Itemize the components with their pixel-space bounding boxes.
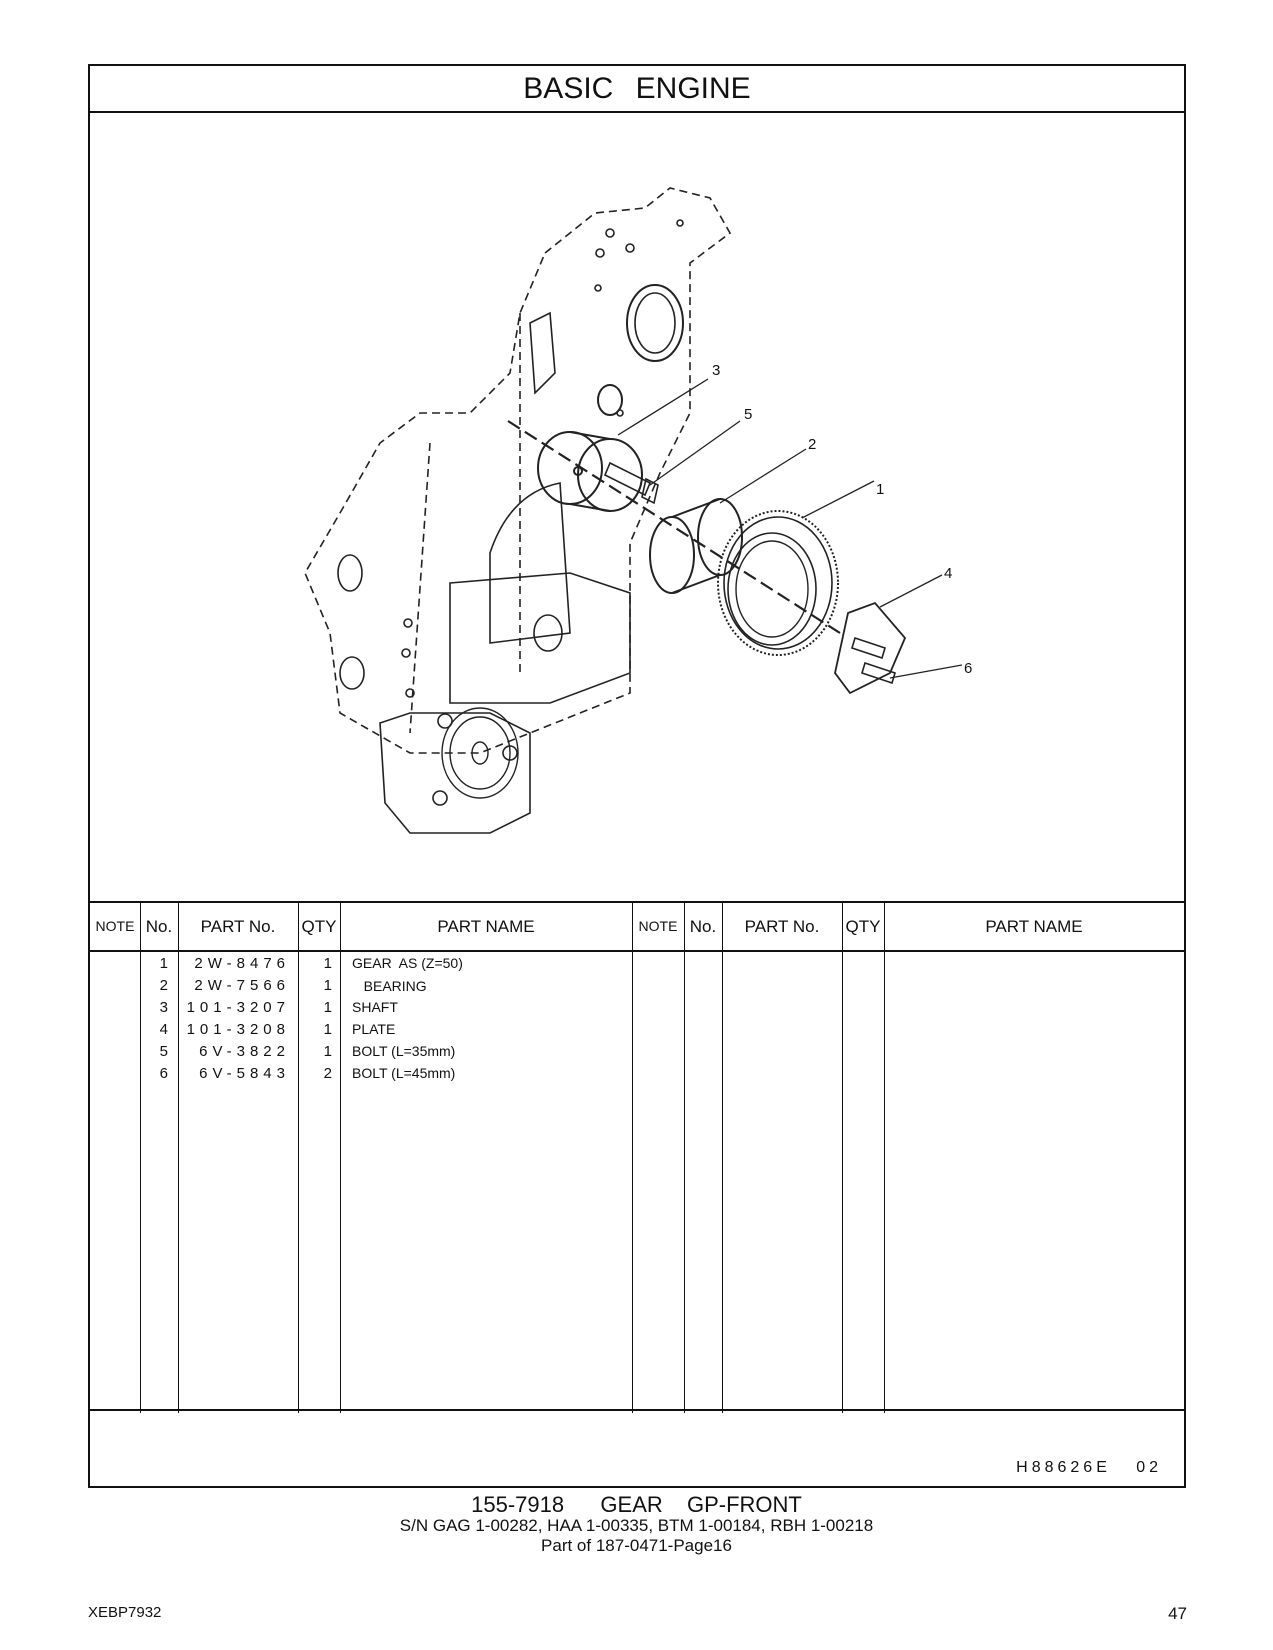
header-qty-left: QTY bbox=[301, 917, 337, 936]
header-rule bbox=[90, 950, 1184, 952]
exploded-view-illustration: 3 5 2 1 4 6 bbox=[90, 113, 1184, 901]
row-qty: 2 bbox=[323, 1065, 332, 1082]
gear-part-1 bbox=[717, 510, 839, 656]
header-note-right: NOTE bbox=[638, 918, 678, 934]
header-no-left: No. bbox=[145, 917, 173, 936]
page-frame: BASIC ENGINE bbox=[88, 64, 1186, 1488]
callout-6: 6 bbox=[964, 660, 972, 677]
row-part-name: SHAFT bbox=[352, 999, 398, 1015]
row-qty: 1 bbox=[323, 1021, 332, 1038]
col-divider bbox=[684, 903, 685, 1413]
row-no: 5 bbox=[159, 1043, 168, 1060]
page-number: 47 bbox=[1168, 1604, 1187, 1623]
bolts-part-6 bbox=[851, 636, 896, 685]
group-title: 155-7918 GEAR GP-FRONT bbox=[471, 1492, 802, 1517]
header-note-left: NOTE bbox=[95, 918, 135, 934]
callout-4: 4 bbox=[944, 565, 952, 582]
illustration-code: H88626E 02 bbox=[1016, 1459, 1162, 1476]
row-part-no: 101-3208 bbox=[186, 1021, 290, 1038]
row-part-name: BOLT (L=45mm) bbox=[352, 1065, 456, 1081]
document-number: XEBP7932 bbox=[88, 1604, 162, 1621]
row-no: 2 bbox=[159, 977, 168, 994]
assembly-centerline bbox=[507, 420, 841, 634]
callout-labels: 3 5 2 1 4 6 bbox=[712, 362, 972, 677]
header-no-right: No. bbox=[689, 917, 717, 936]
row-part-no: 2W-8476 bbox=[194, 955, 290, 972]
row-part-no: 2W-7566 bbox=[194, 977, 290, 994]
header-part-name-left: PART NAME bbox=[437, 917, 535, 936]
row-part-name: BOLT (L=35mm) bbox=[352, 1043, 456, 1059]
row-part-name: GEAR AS (Z=50) bbox=[352, 955, 463, 971]
parts-table: NOTE No. PART No. QTY PART NAME NOTE No.… bbox=[90, 901, 1184, 1413]
row-no: 1 bbox=[159, 955, 168, 972]
front-plate-outline bbox=[304, 187, 732, 754]
header-qty-right: QTY bbox=[845, 917, 881, 936]
col-divider bbox=[178, 903, 179, 1413]
callout-5: 5 bbox=[744, 406, 752, 423]
section-title: BASIC ENGINE bbox=[90, 66, 1184, 113]
col-divider bbox=[842, 903, 843, 1413]
part-of-reference: Part of 187-0471-Page16 bbox=[541, 1536, 732, 1555]
table-bottom-rule bbox=[90, 1409, 1184, 1411]
bolt-part-5 bbox=[603, 461, 659, 505]
row-qty: 1 bbox=[323, 977, 332, 994]
col-divider bbox=[298, 903, 299, 1413]
row-part-name: PLATE bbox=[352, 1021, 396, 1037]
row-qty: 1 bbox=[323, 999, 332, 1016]
row-part-no: 6V-5843 bbox=[199, 1065, 290, 1082]
col-divider bbox=[140, 903, 141, 1413]
row-part-no: 6V-3822 bbox=[199, 1043, 290, 1060]
callout-2: 2 bbox=[808, 436, 816, 453]
col-divider bbox=[340, 903, 341, 1413]
plate-part-4 bbox=[834, 601, 907, 695]
row-no: 6 bbox=[159, 1065, 168, 1082]
row-qty: 1 bbox=[323, 1043, 332, 1060]
col-divider bbox=[722, 903, 723, 1413]
serial-numbers: S/N GAG 1-00282, HAA 1-00335, BTM 1-0018… bbox=[399, 1516, 874, 1535]
callout-3: 3 bbox=[712, 362, 720, 379]
row-part-name: BEARING bbox=[352, 978, 427, 994]
row-qty: 1 bbox=[323, 955, 332, 972]
oil-pump-gear bbox=[441, 707, 519, 799]
row-no: 4 bbox=[159, 1021, 168, 1038]
col-divider bbox=[632, 903, 633, 1413]
header-part-name-right: PART NAME bbox=[985, 917, 1083, 936]
callout-1: 1 bbox=[876, 481, 884, 498]
col-divider bbox=[884, 903, 885, 1413]
row-no: 3 bbox=[159, 999, 168, 1016]
row-part-no: 101-3207 bbox=[186, 999, 290, 1016]
header-part-no-left: PART No. bbox=[200, 917, 276, 936]
header-part-no-right: PART No. bbox=[744, 917, 820, 936]
bearing-part-2 bbox=[649, 498, 743, 594]
